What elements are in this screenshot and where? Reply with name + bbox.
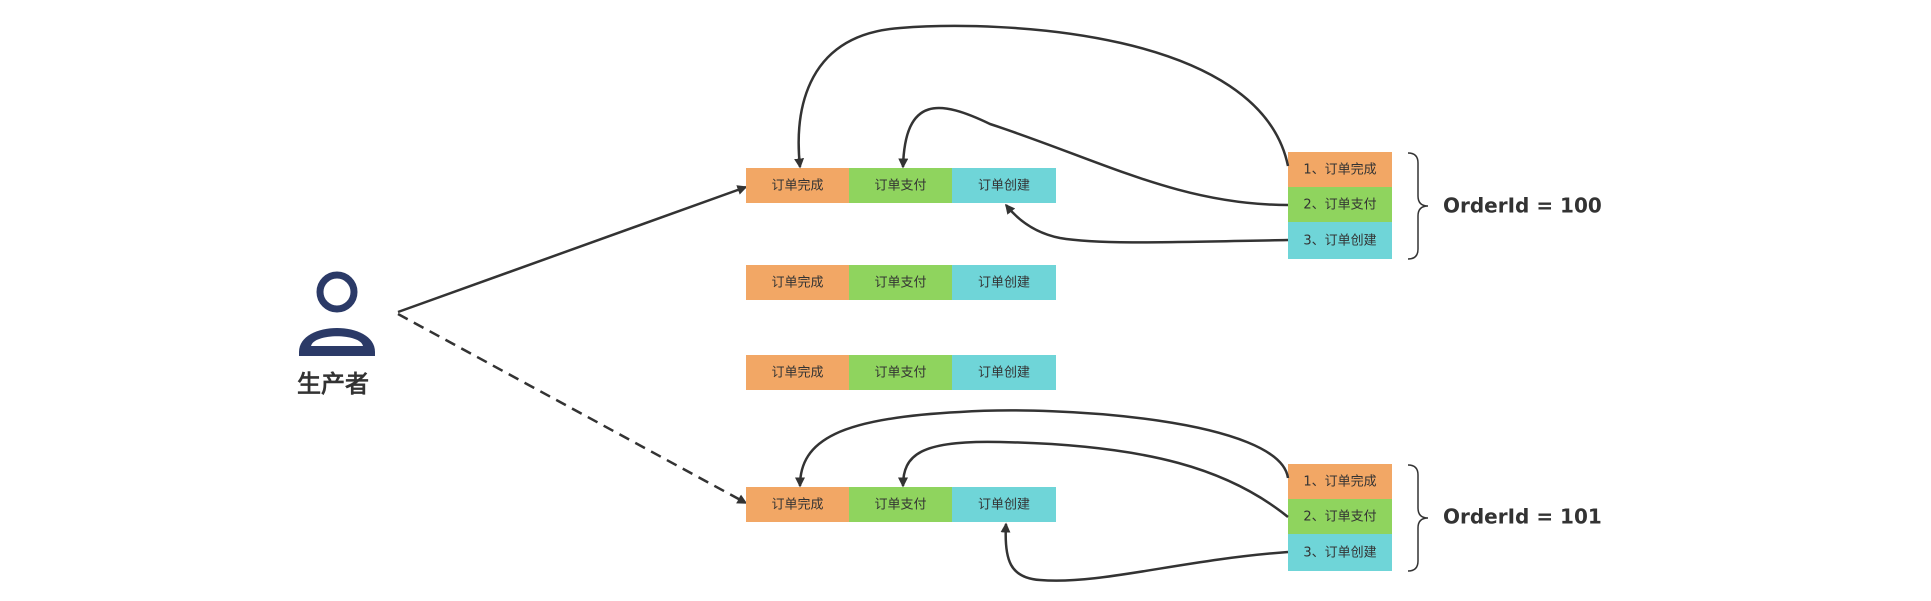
queue-cell-order-created xyxy=(952,265,1056,300)
queue-cell-order-done xyxy=(746,265,849,300)
queue-cell-label: 订单完成 xyxy=(771,276,823,291)
queue-4: 订单完成 订单支付 订单创建 xyxy=(746,487,1056,522)
queue-cell-order-done xyxy=(746,355,849,390)
order-step-label: 2、订单支付 xyxy=(1303,198,1376,213)
order-step-label: 1、订单完成 xyxy=(1303,163,1376,178)
queue-cell-order-done xyxy=(746,168,849,203)
order-step-created xyxy=(1288,222,1392,259)
queue-cell-label: 订单创建 xyxy=(978,366,1030,381)
order-step-label: 3、订单创建 xyxy=(1303,546,1376,561)
producer-label: 生产者 xyxy=(297,370,369,398)
order-brace-100 xyxy=(1407,152,1429,260)
queue-cell-order-created xyxy=(952,355,1056,390)
order-step-paid xyxy=(1288,187,1392,222)
queue-cell-label: 订单完成 xyxy=(771,366,823,381)
queue-cell-label: 订单创建 xyxy=(978,276,1030,291)
queue-cell-label: 订单支付 xyxy=(874,179,926,194)
queue-cell-order-created xyxy=(952,168,1056,203)
queue-cell-label: 订单支付 xyxy=(874,276,926,291)
order-step-label: 3、订单创建 xyxy=(1303,234,1376,249)
queue-cell-order-paid xyxy=(849,487,952,522)
order-step-done xyxy=(1288,152,1392,187)
queue-cell-label: 订单创建 xyxy=(978,179,1030,194)
queue-cell-order-paid xyxy=(849,168,952,203)
order-id-label: OrderId = 100 xyxy=(1443,194,1602,218)
producer: 生产者 xyxy=(297,271,375,398)
arrow-order-paid-to-queue-4 xyxy=(898,440,1289,518)
producer-arrow-queue-1 xyxy=(397,185,748,314)
queue-cell-label: 订单完成 xyxy=(771,179,823,194)
queue-cell-label: 订单支付 xyxy=(874,498,926,513)
user-icon xyxy=(299,271,375,356)
queue-cell-order-done xyxy=(746,487,849,522)
queue-1: 订单完成 订单支付 订单创建 xyxy=(746,168,1056,203)
order-step-label: 2、订单支付 xyxy=(1303,510,1376,525)
queue-cell-order-created xyxy=(952,487,1056,522)
queue-cell-label: 订单支付 xyxy=(874,366,926,381)
order-stack-100: 1、订单完成 2、订单支付 3、订单创建 xyxy=(1288,152,1392,259)
queue-cell-order-paid xyxy=(849,355,952,390)
order-id-label: OrderId = 101 xyxy=(1443,505,1602,529)
arrow-order-paid-to-queue-1 xyxy=(898,106,1289,207)
queue-cell-label: 订单创建 xyxy=(978,498,1030,513)
queue-cell-order-paid xyxy=(849,265,952,300)
queue-3: 订单完成 订单支付 订单创建 xyxy=(746,355,1056,390)
queue-2: 订单完成 订单支付 订单创建 xyxy=(746,265,1056,300)
arrow-order-done-to-queue-1 xyxy=(794,24,1290,169)
arrow-order-created-to-queue-1 xyxy=(1005,203,1289,244)
order-step-done xyxy=(1288,464,1392,499)
producer-arrow-queue-4 xyxy=(397,312,748,505)
arrow-order-created-to-queue-4 xyxy=(1000,522,1289,582)
order-step-paid xyxy=(1288,499,1392,534)
arrow-order-done-to-queue-4 xyxy=(795,409,1290,488)
order-step-created xyxy=(1288,534,1392,571)
queue-cell-label: 订单完成 xyxy=(771,498,823,513)
order-stack-101: 1、订单完成 2、订单支付 3、订单创建 xyxy=(1288,464,1392,571)
order-brace-101 xyxy=(1407,464,1429,572)
order-step-label: 1、订单完成 xyxy=(1303,475,1376,490)
